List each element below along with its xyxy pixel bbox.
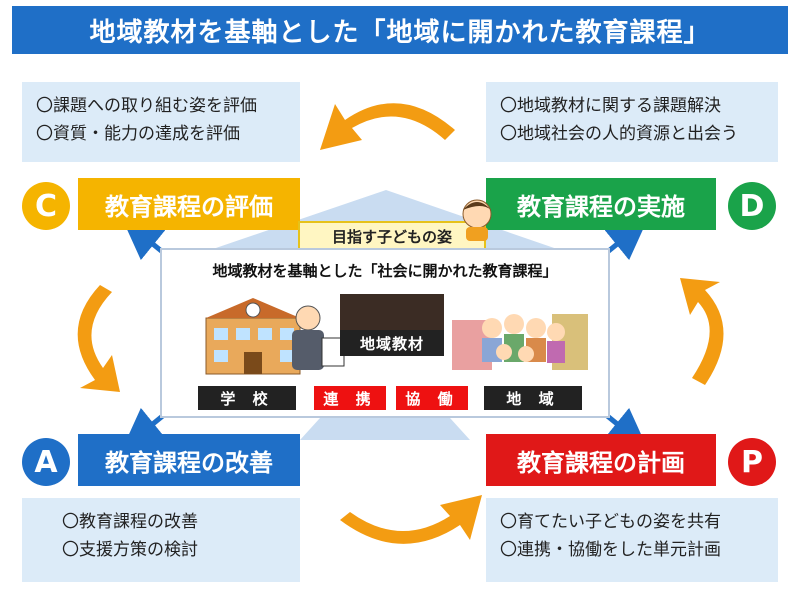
base-shape (300, 418, 470, 440)
improvement-note-1: 〇教育課程の改善 (62, 512, 198, 532)
implementation-note-1: 〇地域教材に関する課題解決 (500, 96, 721, 116)
improvement-note-2: 〇支援方策の検討 (62, 540, 198, 560)
center-panel: 地域教材を基軸とした「社会に開かれた教育課程」 地域教材 学 校 連 携 協 働… (160, 248, 610, 418)
phase-planning: 教育課程の計画 (486, 434, 716, 486)
planning-notes: 〇育てたい子どもの姿を共有 〇連携・協働をした単元計画 (486, 498, 778, 582)
goal-banner: 目指す子どもの姿 (298, 221, 486, 251)
evaluation-note-1: 〇課題への取り組む姿を評価 (36, 96, 257, 116)
link-label-left: 連 携 (314, 386, 386, 410)
improvement-notes: 〇教育課程の改善 〇支援方策の検討 (22, 498, 300, 582)
panel-title: 地域教材を基軸とした「社会に開かれた教育課程」 (212, 262, 558, 280)
evaluation-notes: 〇課題への取り組む姿を評価 〇資質・能力の達成を評価 (22, 82, 300, 162)
phase-c-badge: C (22, 182, 70, 230)
arrow-bottom (340, 495, 482, 544)
phase-implementation: 教育課程の実施 (486, 178, 716, 230)
phase-d-badge: D (728, 182, 776, 230)
planning-note-1: 〇育てたい子どもの姿を共有 (500, 512, 721, 532)
arrow-top (320, 103, 455, 150)
teacher-illustration (292, 305, 345, 370)
arrow-right (680, 278, 724, 385)
community-illustration (452, 314, 588, 370)
school-illustration (205, 298, 301, 375)
implementation-note-2: 〇地域社会の人的資源と出会う (500, 124, 738, 144)
evaluation-note-2: 〇資質・能力の達成を評価 (36, 124, 240, 144)
child-illustration (462, 199, 492, 241)
page-title: 地域教材を基軸とした「地域に開かれた教育課程」 (12, 6, 788, 54)
phase-evaluation: 教育課程の評価 (78, 178, 300, 230)
link-label-right: 協 働 (396, 386, 468, 410)
planning-note-2: 〇連携・協働をした単元計画 (500, 540, 721, 560)
arrow-left (77, 285, 120, 392)
phase-a-badge: A (22, 438, 70, 486)
implementation-notes: 〇地域教材に関する課題解決 〇地域社会の人的資源と出会う (486, 82, 778, 162)
school-label: 学 校 (198, 386, 296, 410)
community-label: 地 域 (484, 386, 582, 410)
material-label: 地域教材 (340, 330, 444, 356)
phase-p-badge: P (728, 438, 776, 486)
phase-improvement: 教育課程の改善 (78, 434, 300, 486)
